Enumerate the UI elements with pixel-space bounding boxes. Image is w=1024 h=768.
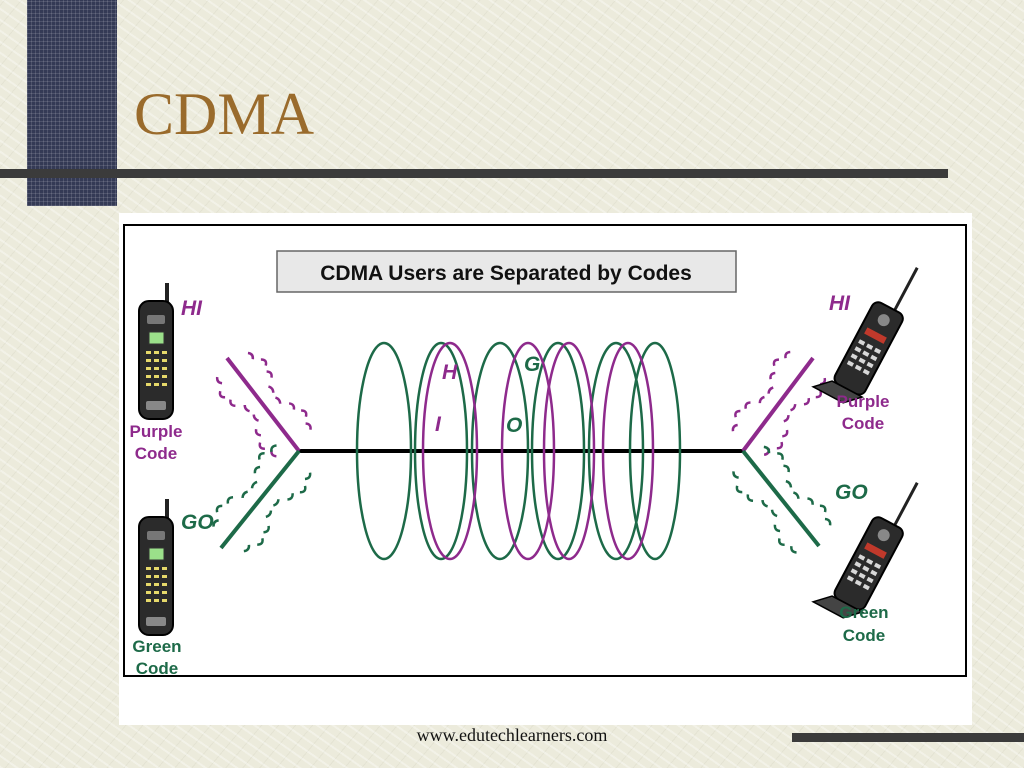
left-purple-code-label: Purple (130, 422, 183, 441)
channel-letter-o: O (506, 414, 522, 437)
purple-spread-loop (421, 341, 479, 561)
right-purple-antenna (741, 356, 815, 453)
signal-wave-segment (734, 409, 784, 450)
spread-spectrum-signals (355, 341, 682, 561)
signal-wave-segment (226, 495, 270, 534)
green-spread-loop (355, 341, 413, 561)
diagram-heading: CDMA Users are Separated by Codes (320, 262, 692, 285)
signal-wave-segment (772, 358, 823, 399)
cdma-diagram-svg: CDMA Users are Separated by Codes H I (123, 224, 967, 678)
green-spread-loop (628, 341, 682, 561)
green-spread-loop (530, 341, 586, 561)
signal-wave-segment (243, 385, 275, 413)
left-purple-antenna (225, 356, 301, 453)
right-green-message: GO (835, 481, 868, 504)
left-green-phone-icon (138, 499, 174, 636)
right-green-phone-icon (811, 482, 919, 619)
right-green-code-label: Green (839, 603, 888, 622)
signal-wave-segment (241, 490, 273, 519)
right-green-coded-signal (732, 445, 832, 554)
signal-wave-segment (770, 491, 800, 518)
right-purple-code-label: Purple (837, 392, 890, 411)
signal-wave-segment (215, 351, 255, 385)
green-spread-loop (470, 341, 530, 561)
signal-wave-segment (769, 371, 811, 406)
left-green-code-label-line2: Code (136, 659, 179, 678)
cdma-diagram: CDMA Users are Separated by Codes H I (119, 213, 972, 725)
left-green-code-label: Green (132, 637, 181, 656)
signal-wave-segment (258, 451, 307, 494)
title-divider (0, 169, 948, 178)
signal-wave-segment (258, 409, 308, 450)
left-purple-message: HI (181, 297, 203, 320)
right-purple-message: HI (829, 292, 851, 315)
left-green-coded-signal (212, 444, 312, 553)
footer-divider (792, 733, 1024, 742)
signal-wave-segment (761, 479, 793, 508)
green-spread-loop (413, 341, 469, 561)
channel-letter-h: H (442, 361, 458, 384)
signal-wave-segment (746, 464, 790, 503)
signal-wave-segment (250, 480, 280, 507)
signal-wave-segment (773, 497, 814, 533)
right-purple-phone-icon (811, 267, 919, 404)
signal-wave-segment (732, 445, 771, 479)
right-green-code-label-line2: Code (843, 626, 886, 645)
signal-wave-segment (252, 396, 282, 422)
signal-wave-segment (254, 402, 296, 437)
signal-wave-segment (758, 395, 790, 423)
left-purple-coded-signal (215, 351, 312, 458)
channel-letter-i: I (435, 413, 442, 436)
signal-wave-segment (253, 465, 294, 501)
left-purple-code-label-line2: Code (135, 444, 178, 463)
right-purple-code-label-line2: Code (842, 414, 885, 433)
purple-spread-loop (601, 341, 655, 561)
signal-wave-segment (218, 358, 268, 399)
channel-letter-g: G (524, 353, 540, 376)
purple-spread-loop (500, 341, 556, 561)
signal-wave-segment (215, 504, 264, 546)
left-green-message: GO (181, 511, 214, 534)
signal-wave-segment (790, 517, 832, 554)
right-green-antenna (741, 449, 821, 548)
signal-wave-segment (778, 504, 827, 547)
purple-spread-loop (542, 341, 596, 561)
slide-title: CDMA (134, 81, 315, 147)
signal-wave-segment (270, 444, 312, 481)
signal-wave-segment (767, 386, 797, 412)
footer-url: www.edutechlearners.com (416, 725, 608, 745)
signal-wave-segment (744, 401, 789, 438)
signal-wave-segment (229, 370, 273, 408)
diagram-heading-box (276, 250, 737, 293)
left-green-antenna (219, 449, 301, 550)
green-spread-loop (587, 341, 645, 561)
signal-wave-segment (212, 519, 251, 553)
left-purple-phone-icon (138, 283, 174, 420)
signal-wave-segment (735, 452, 784, 494)
